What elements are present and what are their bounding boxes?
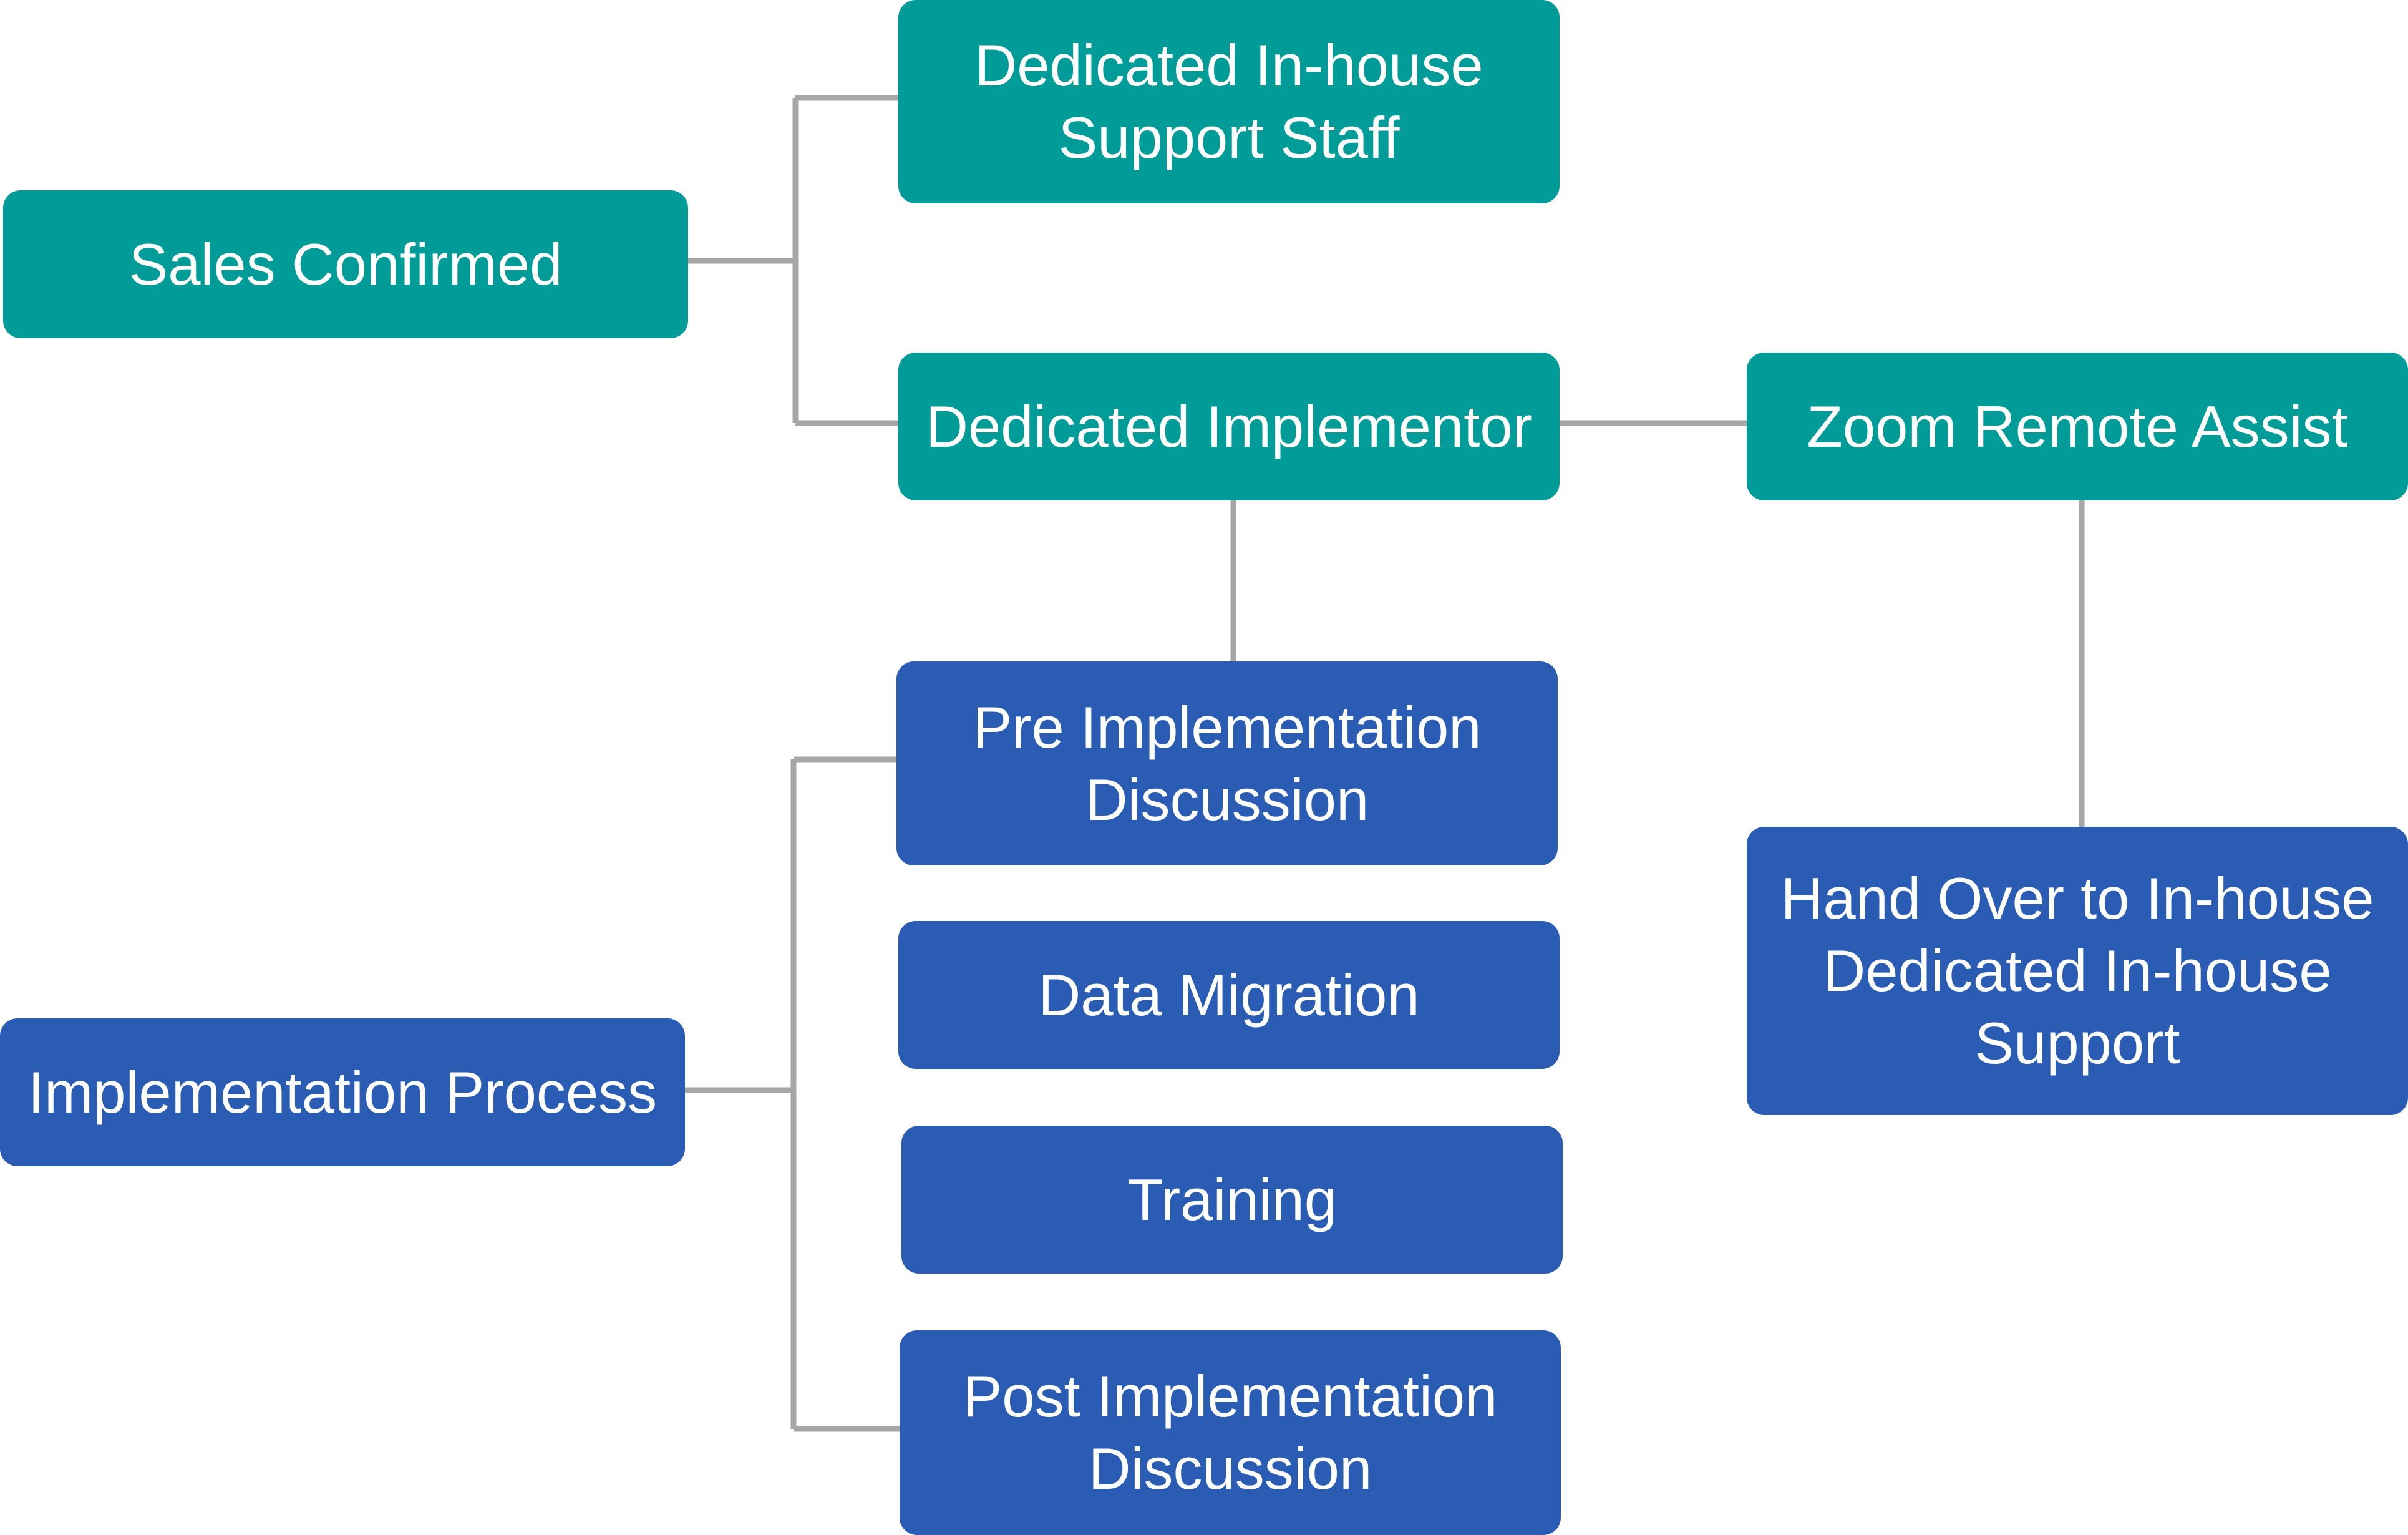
node-label: Data Migration [1038,962,1420,1028]
node-label: Implementation Process [27,1059,658,1125]
node-label: Training [1127,1166,1338,1232]
node-dedicated-implementor: Dedicated Implementor [898,353,1560,500]
node-implementation-process: Implementation Process [0,1018,685,1166]
node-sales-confirmed: Sales Confirmed [3,190,688,338]
node-training: Training [901,1126,1563,1274]
node-label: Dedicated Implementor [926,393,1532,459]
node-label: Dedicated In-house Support Staff [974,32,1483,170]
node-post-implementation-discussion: Post Implementation Discussion [900,1330,1561,1535]
connector-sales-to-staff-and-implementor [688,95,898,426]
node-zoom-remote-assist: Zoom Remote Assist [1747,353,2408,500]
node-dedicated-support-staff: Dedicated In-house Support Staff [898,0,1560,203]
node-label: Hand Over to In-house Dedicated In-house… [1780,865,2374,1076]
node-label: Zoom Remote Assist [1807,393,2348,459]
node-hand-over-support: Hand Over to In-house Dedicated In-house… [1747,827,2408,1115]
node-label: Sales Confirmed [129,231,563,297]
node-label: Post Implementation Discussion [963,1363,1498,1501]
connector-process-to-steps [685,756,900,1432]
node-data-migration: Data Migration [898,921,1560,1069]
node-pre-implementation-discussion: Pre Implementation Discussion [896,661,1558,865]
node-label: Pre Implementation Discussion [973,694,1482,832]
